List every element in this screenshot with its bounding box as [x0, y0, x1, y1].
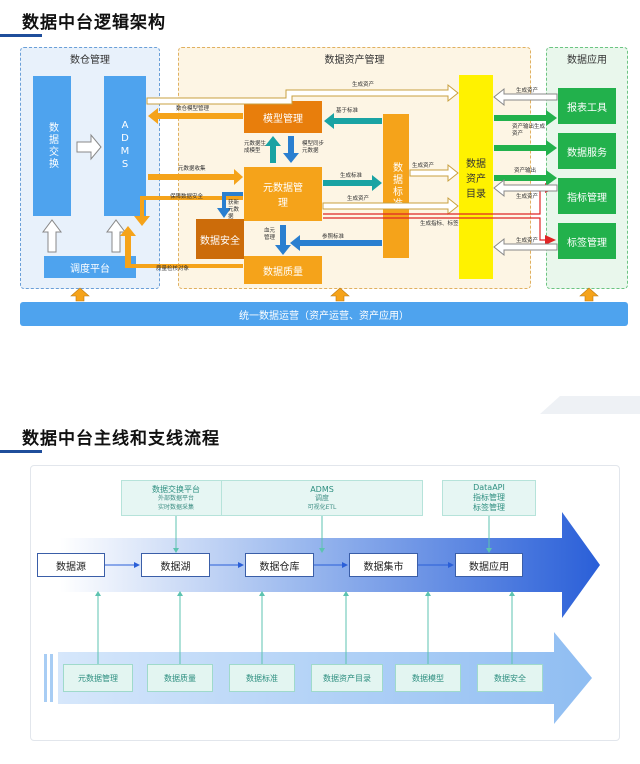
arrow-scheduler-exchange — [42, 219, 62, 253]
arrow-red-tag — [323, 217, 545, 241]
arrow-std-model — [324, 113, 382, 129]
asset-mgmt-title: 数据资产管理 — [324, 55, 385, 66]
main-step-source[interactable]: 数据源 — [37, 553, 105, 577]
branch-step-standard[interactable]: 数据标准 — [229, 664, 295, 692]
note-exchange-title: 数据交换平台 — [152, 484, 200, 494]
label-meta-collect: 元数据收集 — [178, 166, 206, 172]
arrow-model-adms — [148, 108, 243, 124]
label-model-mgmt-flow: 数仓模型管理 — [176, 106, 210, 112]
arrow-exchange-adms — [76, 133, 102, 161]
arrow-meta-quality — [275, 225, 291, 255]
label-gen-asset-r4: 生成资产 — [516, 238, 539, 244]
label-gen-metric-tag: 生成指标、标签 — [420, 221, 459, 227]
model-mgmt-box[interactable]: 模型管理 — [244, 101, 322, 133]
branch-step-metadata[interactable]: 元数据管理 — [63, 664, 133, 692]
section2-title-rule — [0, 450, 42, 453]
label-new-meta: 获新元数据 — [228, 200, 240, 220]
section1-title-rule — [0, 34, 42, 37]
note-exchange-line1: 外部数据平台 — [157, 494, 194, 502]
arrow-meta-model — [265, 136, 281, 163]
label-gen-asset-r3: 生成资产 — [516, 194, 539, 200]
app-title: 数据应用 — [567, 55, 607, 66]
catalog-box[interactable]: 数据资产目录 — [459, 75, 493, 279]
app-item-metric[interactable]: 指标管理 — [558, 178, 616, 214]
arrow-gen-asset-top — [146, 83, 459, 105]
metadata-box[interactable]: 元数据管理 — [244, 167, 322, 221]
arrow-catalog-service — [494, 140, 557, 156]
app-item-service[interactable]: 数据服务 — [558, 133, 616, 169]
main-step-warehouse[interactable]: 数据仓库 — [245, 553, 314, 577]
app-item-tag[interactable]: 标签管理 — [558, 223, 616, 259]
label-quality-check: 质量检核对象 — [156, 266, 190, 272]
arrow-tag-catalog — [493, 237, 558, 257]
label-gen-std: 生成标准 — [340, 173, 363, 179]
label-gen-asset-cat: 生成资产 — [412, 163, 435, 169]
adms-box[interactable]: ADMS — [104, 76, 146, 216]
arrow-ops-asset — [330, 287, 350, 302]
arrow-model-meta — [283, 136, 299, 163]
standard-box[interactable]: 数据标准 — [383, 114, 409, 258]
arrow-report-catalog — [493, 87, 558, 107]
arrow-catalog-report — [494, 110, 557, 126]
branch-step-security[interactable]: 数据安全 — [477, 664, 543, 692]
arrow-ops-app — [579, 287, 599, 302]
scheduler-box[interactable]: 调度平台 — [44, 256, 136, 278]
app-item-report[interactable]: 报表工具 — [558, 88, 616, 124]
label-asset-out-2: 资产输出 — [514, 168, 537, 174]
note-dataapi-title: DataAPI — [473, 483, 505, 492]
label-base-std: 基于标准 — [336, 108, 359, 114]
section1-title: 数据中台逻辑架构 — [22, 13, 166, 33]
note-dataapi-line1: 指标管理 — [473, 493, 505, 502]
note-adms-line2: 可视化ETL — [307, 503, 337, 511]
note-dataapi: DataAPI 指标管理 标签管理 — [442, 480, 536, 516]
arrow-scheduler-adms — [106, 219, 126, 253]
arrow-gen-asset-mid — [322, 196, 459, 216]
note-dataapi-line2: 标签管理 — [473, 503, 505, 512]
branch-step-model[interactable]: 数据模型 — [395, 664, 461, 692]
branch-step-catalog[interactable]: 数据资产目录 — [311, 664, 383, 692]
warehouse-title: 数仓管理 — [70, 55, 110, 66]
label-asset-mgmt-small: 血元管理 — [264, 228, 276, 241]
label-gen-asset-top: 生成资产 — [352, 82, 375, 88]
label-meta-gen-model: 元数据生成模型 — [244, 141, 267, 154]
main-step-lake[interactable]: 数据湖 — [141, 553, 210, 577]
arrow-metric-catalog — [493, 178, 558, 198]
note-adms: ADMS 调度 可视化ETL — [221, 480, 423, 516]
note-adms-title: ADMS — [310, 484, 334, 494]
branch-step-quality[interactable]: 数据质量 — [147, 664, 213, 692]
arrow-gen-std — [323, 175, 382, 191]
exchange-box[interactable]: 数据交换 — [33, 76, 71, 216]
label-model-sync: 模型同步元数据 — [302, 141, 325, 154]
label-gen-asset-mid: 生成资产 — [347, 196, 370, 202]
label-asset-out-1: 资产输出生成资产 — [512, 124, 546, 137]
quality-box[interactable]: 数据质量 — [244, 256, 322, 284]
arrow-gen-asset-cat — [409, 163, 459, 183]
note-exchange-line2: 实时数据采集 — [157, 503, 194, 511]
label-ref-std: 参照标准 — [322, 234, 345, 240]
note-adms-line1: 调度 — [315, 493, 329, 502]
ops-bar[interactable]: 统一数据运营（资产运营、资产应用） — [20, 302, 628, 326]
arrow-meta-collect — [148, 169, 243, 185]
main-step-application[interactable]: 数据应用 — [455, 553, 523, 577]
note-exchange-platform: 数据交换平台 外部数据平台 实时数据采集 — [121, 480, 231, 516]
label-protect-sec: 保障数据安全 — [170, 194, 204, 200]
arrow-catalog-metric — [494, 170, 557, 186]
arrow-protect-sec — [134, 196, 243, 226]
arrow-ref-std — [290, 235, 382, 251]
arrow-meta-security — [217, 192, 243, 218]
security-box[interactable]: 数据安全 — [196, 219, 244, 259]
main-step-mart[interactable]: 数据集市 — [349, 553, 418, 577]
section2-title: 数据中台主线和支线流程 — [22, 429, 220, 449]
arrow-ops-warehouse — [70, 287, 90, 302]
label-gen-asset-r1: 生成资产 — [516, 88, 539, 94]
